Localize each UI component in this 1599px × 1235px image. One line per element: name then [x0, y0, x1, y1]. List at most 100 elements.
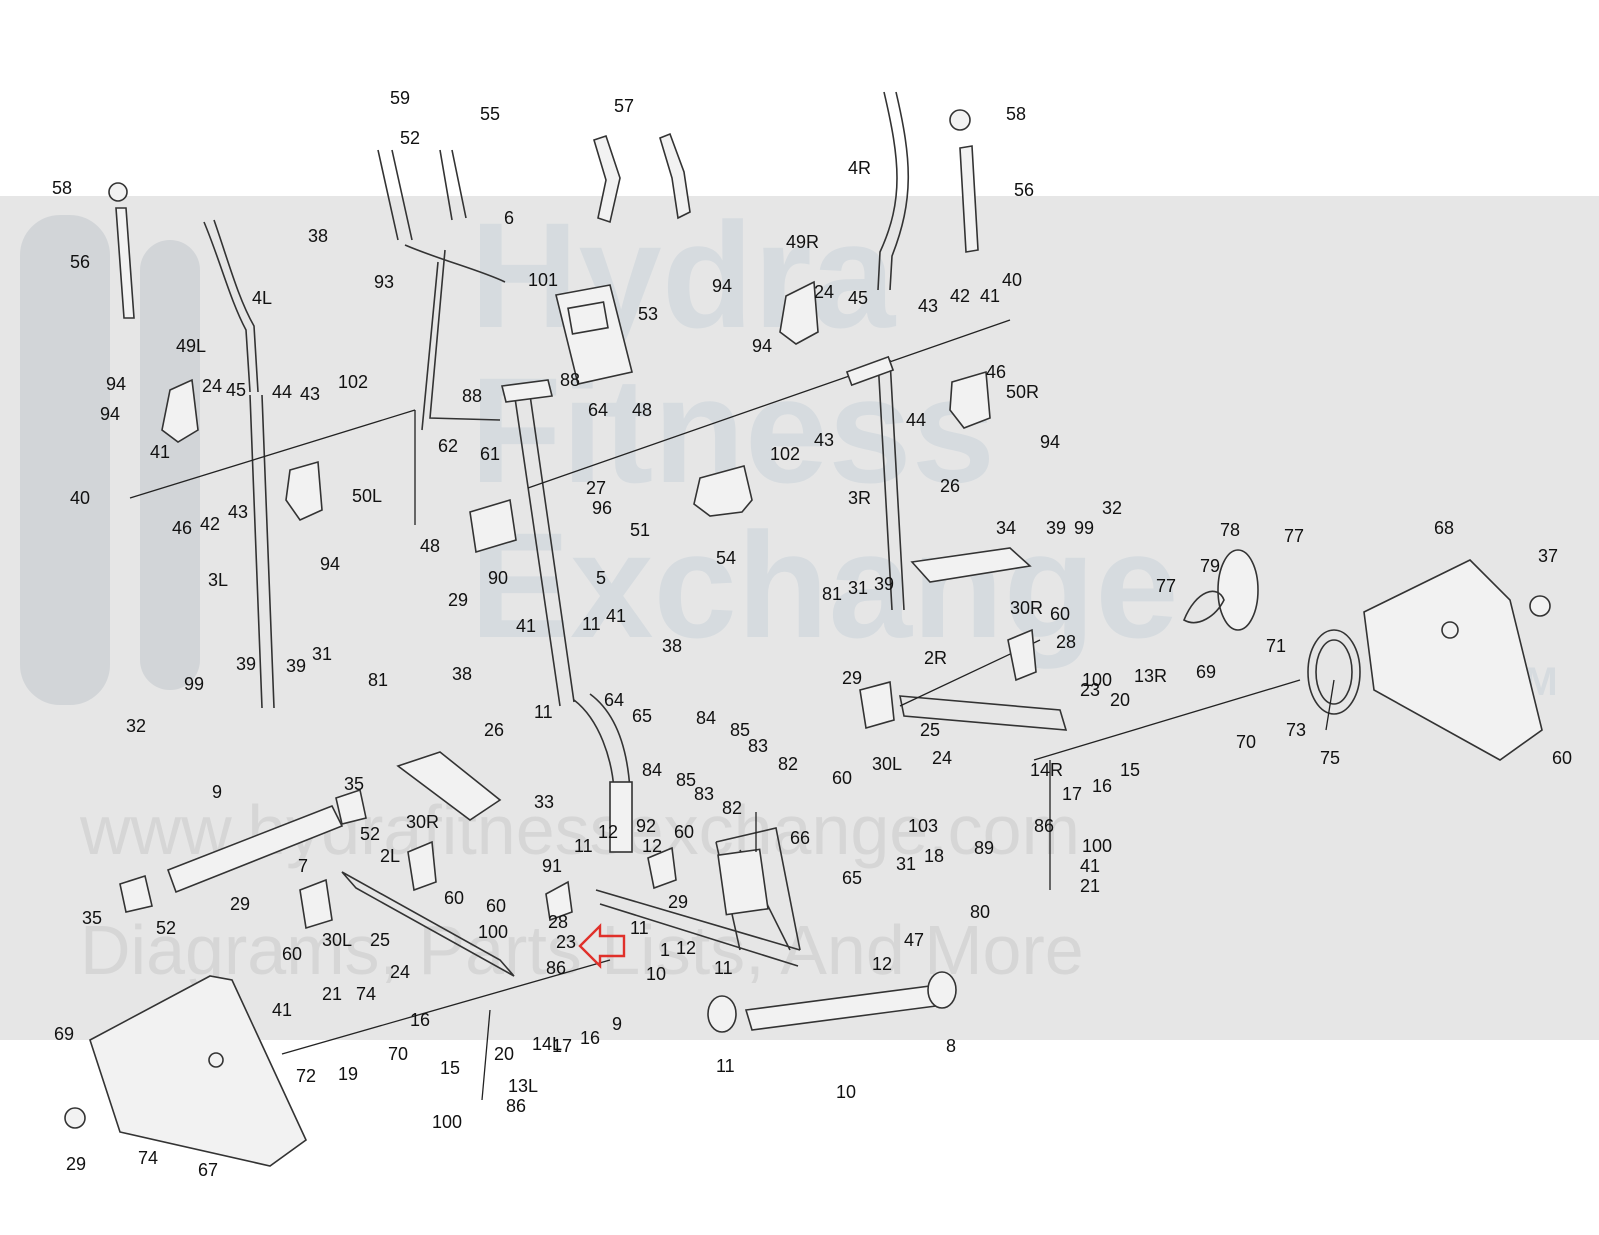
part-label-176: 13L: [508, 1076, 538, 1096]
part-label-44: 88: [560, 370, 580, 390]
part-label-164: 12: [872, 954, 892, 974]
part-label-20: 43: [918, 296, 938, 316]
part-label-152: 30L: [322, 930, 352, 950]
part-label-0: 58: [52, 178, 72, 198]
front-stabilizer-7: [119, 788, 367, 913]
part-label-113: 7: [298, 856, 308, 876]
right-pivot-bracket-49R: [779, 280, 819, 345]
part-label-2: 4L: [252, 288, 272, 308]
part-label-183: 70: [388, 1044, 408, 1064]
right-cover-68: [1363, 559, 1543, 761]
part-label-25: 50R: [1006, 382, 1039, 402]
part-label-156: 100: [478, 922, 508, 942]
mast-tube-65: [573, 693, 633, 853]
left-pedal-arm-2L: [299, 871, 515, 977]
part-label-70: 77: [1284, 526, 1304, 546]
part-label-62: 34: [996, 518, 1016, 538]
part-label-142: 103: [908, 816, 938, 836]
part-label-56: 29: [448, 590, 468, 610]
part-label-154: 25: [370, 930, 390, 950]
part-label-4: 52: [400, 128, 420, 148]
right-pedal-34: [910, 547, 1032, 583]
part-label-42: 94: [320, 554, 340, 574]
part-label-78: 38: [662, 636, 682, 656]
part-label-59: 3L: [208, 570, 228, 590]
part-label-90: 60: [1050, 604, 1070, 624]
part-label-186: 74: [138, 1148, 158, 1168]
part-label-128: 12: [642, 836, 662, 856]
left-pedal-cover-30R: [407, 840, 437, 892]
right-axle-line: [527, 319, 1011, 489]
drive-axle-line: [1033, 679, 1301, 890]
left-pivot-bracket-50L: [285, 460, 323, 522]
part-label-68: 39: [874, 574, 894, 594]
part-label-40: 43: [228, 502, 248, 522]
part-label-184: 72: [296, 1066, 316, 1086]
part-label-104: 70: [1236, 732, 1256, 752]
part-label-177: 86: [506, 1096, 526, 1116]
part-label-92: 100: [1082, 670, 1112, 690]
part-label-89: 30R: [1010, 598, 1043, 618]
crank-axle-54: [693, 465, 753, 517]
part-label-65: 32: [1102, 498, 1122, 518]
part-label-21: 42: [950, 286, 970, 306]
watermark-brand-line-1: Hydra: [470, 191, 896, 359]
part-label-101: 30L: [872, 754, 902, 774]
part-label-122: 83: [694, 784, 714, 804]
part-label-182: 19: [338, 1064, 358, 1084]
part-label-99: 24: [932, 748, 952, 768]
part-label-130: 60: [486, 896, 506, 916]
part-label-31: 24: [202, 376, 222, 396]
part-label-175: 15: [440, 1058, 460, 1078]
part-label-138: 14R: [1030, 760, 1063, 780]
part-label-72: 79: [1200, 556, 1220, 576]
part-label-17: 94: [752, 336, 772, 356]
part-label-88: 32: [126, 716, 146, 736]
part-label-7: 93: [374, 272, 394, 292]
part-label-57: 90: [488, 568, 508, 588]
handlebar-grips-57: [593, 132, 691, 224]
part-label-18: 24: [814, 282, 834, 302]
part-label-64: 99: [1074, 518, 1094, 538]
part-label-149: 60: [444, 888, 464, 908]
part-label-61: 26: [940, 476, 960, 496]
bracket-92: [647, 846, 677, 890]
part-label-95: 13R: [1134, 666, 1167, 686]
part-label-136: 41: [1080, 856, 1100, 876]
part-label-98: 25: [920, 720, 940, 740]
part-label-16: 94: [712, 276, 732, 296]
part-label-84: 39: [236, 654, 256, 674]
part-label-46: 48: [632, 400, 652, 420]
pulley-wheel-75: [1307, 629, 1361, 731]
part-label-140: 16: [1092, 776, 1112, 796]
right-lower-arm-3R: [877, 359, 905, 611]
part-label-134: 86: [1034, 816, 1054, 836]
part-label-163: 11: [714, 958, 733, 978]
part-label-146: 31: [896, 854, 916, 874]
part-label-123: 82: [722, 798, 742, 818]
main-mast-5: [501, 379, 575, 707]
part-label-73: 68: [1434, 518, 1454, 538]
part-label-36: 41: [150, 442, 170, 462]
part-label-5: 55: [480, 104, 500, 124]
part-label-145: 80: [970, 902, 990, 922]
part-label-155: 24: [390, 962, 410, 982]
part-label-120: 84: [642, 760, 662, 780]
part-label-174: 16: [410, 1010, 430, 1030]
part-label-139: 17: [1062, 784, 1082, 804]
part-label-83: 99: [184, 674, 204, 694]
part-label-172: 16: [580, 1028, 600, 1048]
part-label-47: 102: [770, 444, 800, 464]
part-label-76: 11: [582, 614, 601, 634]
part-label-26: 44: [906, 410, 926, 430]
part-label-132: 65: [842, 868, 862, 888]
part-label-93: 23: [1080, 680, 1100, 700]
part-label-117: 85: [730, 720, 750, 740]
part-label-14: 56: [1014, 180, 1034, 200]
part-label-133: 29: [668, 892, 688, 912]
main-frame-1: [595, 812, 801, 967]
left-drive-axle-line: [281, 959, 611, 1101]
part-label-157: 28: [548, 912, 568, 932]
part-label-54: 54: [716, 548, 736, 568]
